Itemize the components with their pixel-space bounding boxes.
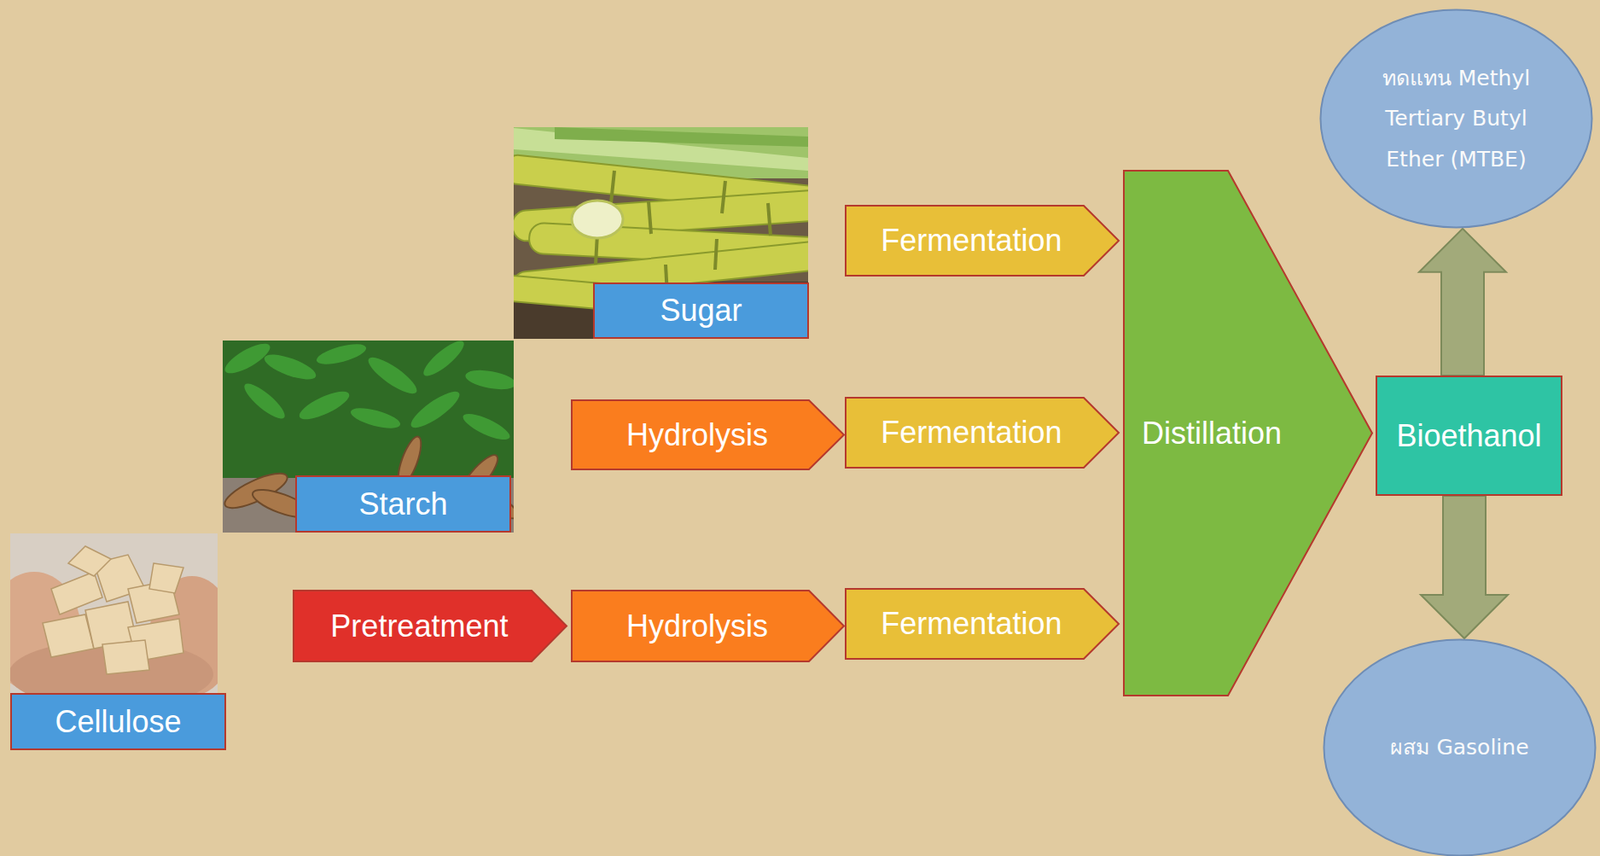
node-label: Fermentation bbox=[880, 605, 1062, 642]
node-label: ผสม Gasoline bbox=[1390, 727, 1529, 768]
product-box: Bioethanol bbox=[1375, 375, 1563, 496]
node-label: Cellulose bbox=[54, 703, 181, 740]
node-label: Hydrolysis bbox=[626, 416, 768, 454]
feedstock-label: Cellulose bbox=[10, 692, 227, 751]
node-label: ทดแทน Methyl Tertiary Butyl Ether (MTBE) bbox=[1364, 58, 1548, 181]
process-step: Fermentation bbox=[844, 587, 1120, 660]
process-step: Fermentation bbox=[844, 204, 1120, 277]
process-step: Fermentation bbox=[844, 396, 1120, 469]
use-ellipse: ผสม Gasoline bbox=[1322, 638, 1597, 856]
distillation-block: Distillation bbox=[1122, 169, 1374, 697]
sugarcane-photo bbox=[494, 127, 838, 339]
node-label: Starch bbox=[358, 485, 448, 523]
process-step: Hydrolysis bbox=[570, 589, 845, 663]
cassava-photo bbox=[221, 336, 522, 533]
node-label: Sugar bbox=[659, 291, 742, 329]
process-step: Pretreatment bbox=[292, 589, 568, 663]
node-label: Fermentation bbox=[880, 413, 1062, 451]
use-ellipse: ทดแทน Methyl Tertiary Butyl Ether (MTBE) bbox=[1319, 8, 1594, 229]
feedstock-label: Starch bbox=[295, 475, 512, 533]
node-label: Fermentation bbox=[880, 221, 1062, 259]
feedstock-label: Sugar bbox=[593, 282, 809, 339]
block-arrow bbox=[1419, 228, 1507, 376]
process-step: Hydrolysis bbox=[570, 399, 845, 471]
block-arrow bbox=[1420, 495, 1508, 639]
node-label: Bioethanol bbox=[1396, 417, 1542, 454]
wood-chips-photo bbox=[0, 533, 235, 709]
node-label: Hydrolysis bbox=[626, 607, 768, 645]
node-label: Distillation bbox=[1141, 414, 1282, 452]
node-label: Pretreatment bbox=[330, 607, 508, 645]
